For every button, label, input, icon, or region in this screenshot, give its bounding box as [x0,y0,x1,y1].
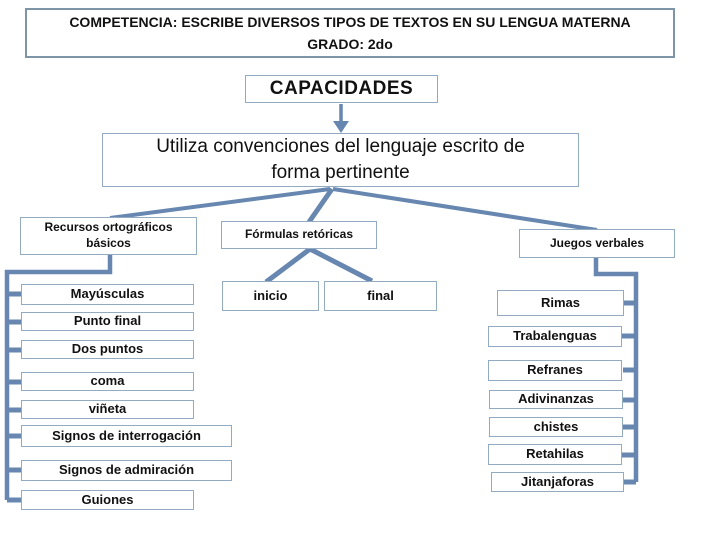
capacidades-box: CAPACIDADES [245,75,438,103]
left-item-punto-final: Punto final [21,312,194,331]
right-item-jitanjaforas: Jitanjaforas [491,472,624,492]
main-capacity-line2: forma pertinente [271,162,410,183]
down-arrow-icon [333,104,349,133]
right-item-adivinanzas: Adivinanzas [489,390,623,409]
branch-juegos-verbales: Juegos verbales [519,229,675,258]
competencia-title-box: COMPETENCIA: ESCRIBE DIVERSOS TIPOS DE T… [25,8,675,58]
left-item-dos-puntos: Dos puntos [21,340,194,359]
branch-recursos-ortograficos: Recursos ortográficos básicos [20,217,197,255]
right-item-retahilas: Retahilas [488,444,622,465]
right-item-chistes: chistes [489,417,623,437]
right-item-rimas: Rimas [497,290,624,316]
middle-branch-connector [264,246,374,284]
left-item-mayusculas: Mayúsculas [21,284,194,305]
middle-item-final: final [324,281,437,311]
right-item-trabalenguas: Trabalenguas [488,326,622,347]
main-capacity-box: Utiliza convenciones del lenguaje escrit… [102,133,579,187]
main-capacity-line1: Utiliza convenciones del lenguaje escrit… [156,136,525,158]
middle-item-inicio: inicio [222,281,319,311]
left-item-signos-interrogacion: Signos de interrogación [21,425,232,447]
branch-formulas-retoricas: Fórmulas retóricas [221,221,377,249]
grado-line: GRADO: 2do [307,36,393,52]
left-item-signos-admiracion: Signos de admiración [21,460,232,481]
left-item-guiones: Guiones [21,490,194,510]
right-branch-connector [593,258,639,485]
left-item-vineta: viñeta [21,400,194,419]
left-item-coma: coma [21,372,194,391]
left-branch-connector [4,255,113,503]
right-item-refranes: Refranes [488,360,622,381]
competencia-line1: COMPETENCIA: ESCRIBE DIVERSOS TIPOS DE T… [69,13,631,30]
branch-fan-lines [109,187,598,232]
